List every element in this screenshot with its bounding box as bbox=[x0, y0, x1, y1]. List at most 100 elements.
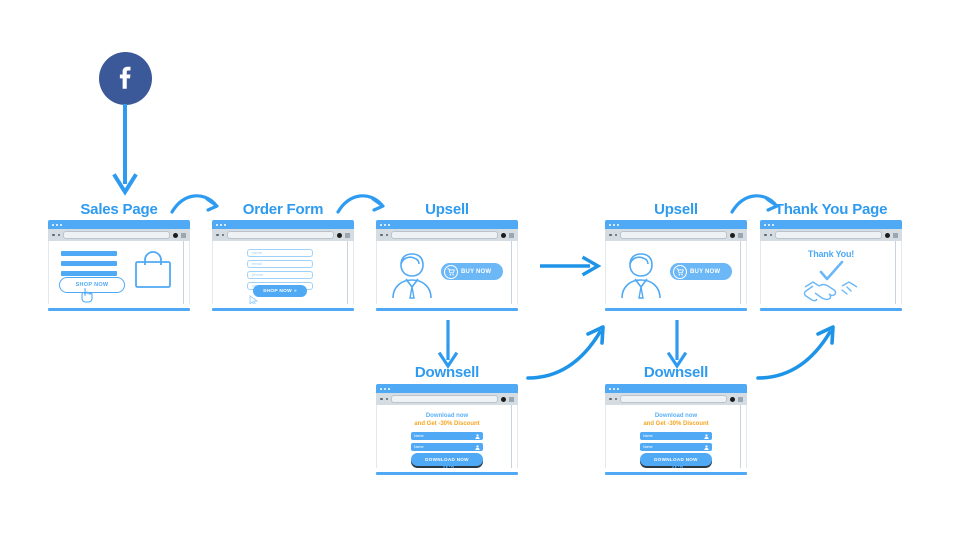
forward-icon[interactable] bbox=[221, 233, 224, 237]
scrollbar[interactable] bbox=[511, 405, 517, 468]
back-icon[interactable] bbox=[216, 233, 219, 237]
window-dot bbox=[52, 223, 54, 226]
menu-icon[interactable] bbox=[345, 232, 350, 238]
shop-now-button[interactable]: SHOP NOW bbox=[59, 277, 125, 293]
browser-titlebar bbox=[605, 384, 747, 393]
user-icon bbox=[704, 444, 709, 450]
browser-toolbar[interactable] bbox=[376, 393, 518, 405]
name-field-1[interactable]: Name bbox=[640, 432, 712, 440]
menu-icon[interactable] bbox=[509, 396, 514, 402]
menu-icon[interactable] bbox=[893, 232, 898, 238]
facebook-icon[interactable] bbox=[99, 52, 152, 105]
browser-window-sales-page: SHOP NOW bbox=[48, 220, 190, 311]
person-icon bbox=[392, 253, 432, 299]
menu-icon[interactable] bbox=[738, 396, 743, 402]
download-now-button[interactable]: DOWNLOAD NOW bbox=[411, 453, 483, 466]
cart-icon bbox=[444, 264, 458, 279]
forward-icon[interactable] bbox=[769, 233, 772, 237]
address-bar[interactable] bbox=[391, 231, 498, 239]
scrollbar[interactable] bbox=[347, 241, 353, 304]
name-field-1[interactable]: Name bbox=[411, 432, 483, 440]
address-bar[interactable] bbox=[620, 231, 727, 239]
record-icon[interactable] bbox=[730, 232, 735, 238]
browser-toolbar[interactable] bbox=[760, 229, 902, 241]
browser-viewport-upsell-2: BUY NOW bbox=[605, 241, 747, 304]
page-title-upsell-1: Upsell bbox=[425, 201, 469, 218]
name-field-2[interactable]: Name bbox=[411, 443, 483, 451]
scrollbar[interactable] bbox=[511, 241, 517, 304]
record-icon[interactable] bbox=[501, 396, 506, 402]
page-title-downsell-1: Downsell bbox=[414, 364, 480, 381]
window-dot bbox=[56, 223, 58, 226]
back-icon[interactable] bbox=[52, 233, 55, 237]
text-bar bbox=[61, 271, 117, 276]
browser-viewport-sales-page: SHOP NOW bbox=[48, 241, 190, 304]
address-bar[interactable] bbox=[620, 395, 727, 403]
back-icon[interactable] bbox=[764, 233, 767, 237]
browser-toolbar[interactable] bbox=[212, 229, 354, 241]
browser-toolbar[interactable] bbox=[48, 229, 190, 241]
window-dot bbox=[609, 387, 611, 390]
window-dot bbox=[380, 223, 382, 226]
email-field[interactable]: email bbox=[247, 260, 313, 268]
page-baseline bbox=[605, 308, 747, 311]
name-field[interactable]: name bbox=[247, 249, 313, 257]
forward-icon[interactable] bbox=[57, 233, 60, 237]
window-dot bbox=[60, 223, 62, 226]
window-dot bbox=[772, 223, 774, 226]
browser-titlebar bbox=[376, 384, 518, 393]
name-field-2[interactable]: Name bbox=[640, 443, 712, 451]
back-icon[interactable] bbox=[380, 397, 383, 401]
record-icon[interactable] bbox=[885, 232, 890, 238]
address-bar[interactable] bbox=[227, 231, 334, 239]
record-icon[interactable] bbox=[173, 232, 178, 238]
browser-viewport-downsell-1: Download now and Get -30% Discount Name … bbox=[376, 405, 518, 468]
page-title-sales-page: Sales Page bbox=[80, 201, 158, 218]
downsell-fields: Name Name bbox=[411, 432, 483, 454]
window-dot bbox=[613, 223, 615, 226]
shop-now-button[interactable]: SHOP NOW » bbox=[253, 285, 307, 297]
record-icon[interactable] bbox=[730, 396, 735, 402]
back-icon[interactable] bbox=[609, 233, 612, 237]
arrow-upsell-1-to-downsell-1 bbox=[437, 320, 459, 369]
forward-icon[interactable] bbox=[614, 397, 617, 401]
back-icon[interactable] bbox=[380, 233, 383, 237]
window-dot bbox=[764, 223, 766, 226]
text-bar bbox=[61, 251, 117, 256]
thank-you-message: Thank You! bbox=[807, 249, 855, 259]
cursor-icon bbox=[81, 287, 93, 303]
forward-icon[interactable] bbox=[385, 397, 388, 401]
buy-now-button[interactable]: BUY NOW bbox=[441, 263, 503, 280]
buy-now-button[interactable]: BUY NOW bbox=[670, 263, 732, 280]
forward-icon[interactable] bbox=[614, 233, 617, 237]
forward-icon[interactable] bbox=[385, 233, 388, 237]
scrollbar[interactable] bbox=[740, 405, 746, 468]
browser-toolbar[interactable] bbox=[605, 229, 747, 241]
menu-icon[interactable] bbox=[181, 232, 186, 238]
browser-viewport-order-form: name email phone card SHOP NOW » bbox=[212, 241, 354, 304]
scrollbar[interactable] bbox=[183, 241, 189, 304]
record-icon[interactable] bbox=[337, 232, 342, 238]
cart-glyph bbox=[676, 267, 684, 275]
browser-window-thank-you: Thank You! bbox=[760, 220, 902, 311]
scrollbar[interactable] bbox=[895, 241, 901, 304]
page-title-thank-you: Thank You Page bbox=[774, 201, 888, 218]
browser-toolbar[interactable] bbox=[376, 229, 518, 241]
back-icon[interactable] bbox=[609, 397, 612, 401]
window-dot bbox=[380, 387, 382, 390]
menu-icon[interactable] bbox=[738, 232, 743, 238]
text-placeholder-bars bbox=[61, 251, 117, 281]
browser-toolbar[interactable] bbox=[605, 393, 747, 405]
download-now-button[interactable]: DOWNLOAD NOW bbox=[640, 453, 712, 466]
record-icon[interactable] bbox=[501, 232, 506, 238]
menu-icon[interactable] bbox=[509, 232, 514, 238]
scrollbar[interactable] bbox=[740, 241, 746, 304]
address-bar[interactable] bbox=[775, 231, 882, 239]
browser-viewport-thank-you: Thank You! bbox=[760, 241, 902, 304]
address-bar[interactable] bbox=[63, 231, 170, 239]
phone-field[interactable]: phone bbox=[247, 271, 313, 279]
address-bar[interactable] bbox=[391, 395, 498, 403]
user-icon bbox=[475, 433, 480, 439]
downsell-fields: Name Name bbox=[640, 432, 712, 454]
page-baseline bbox=[376, 308, 518, 311]
